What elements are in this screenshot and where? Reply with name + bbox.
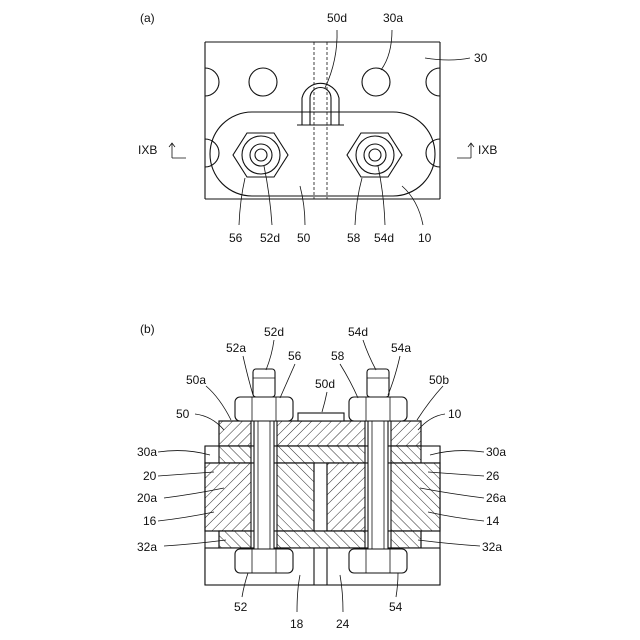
label-50b: 50b <box>429 373 449 387</box>
bolt-54d-tip <box>367 369 389 397</box>
staple-50d <box>297 83 344 125</box>
label-58: 58 <box>347 231 361 245</box>
label-14: 14 <box>486 514 500 528</box>
label-54d-b: 54d <box>348 325 368 339</box>
staple-50d-inner <box>310 88 331 125</box>
label-52d: 52d <box>260 231 280 245</box>
bolt-52-shank <box>254 400 274 550</box>
hole-30a-half-right-mid <box>426 139 440 167</box>
bolt-52d-outer <box>250 144 272 166</box>
label-56: 56 <box>229 231 243 245</box>
leader-58 <box>355 178 362 225</box>
rail-30a-hatch-right <box>391 446 421 463</box>
leader-32a-right <box>418 540 480 546</box>
leader-30 <box>425 58 470 60</box>
block-20 <box>277 463 314 531</box>
label-52d-b: 52d <box>264 325 284 339</box>
section-arrow-right <box>457 143 474 158</box>
leader-50a <box>206 386 231 420</box>
label-52a: 52a <box>226 341 246 355</box>
label-30a-right: 30a <box>486 445 506 459</box>
label-56-b: 56 <box>288 349 302 363</box>
label-54-b: 54 <box>389 600 403 614</box>
leader-10-b <box>418 414 445 430</box>
figure-a: (a) IXB IXB <box>138 11 497 245</box>
rail-32a-hatch-left <box>219 531 251 548</box>
rail-30a-hatch-left <box>219 446 251 463</box>
leader-30a-left <box>158 451 210 455</box>
leader-52a <box>243 356 253 395</box>
label-30a: 30a <box>383 11 403 25</box>
label-18: 18 <box>290 617 304 631</box>
block-20a <box>205 463 251 531</box>
bolt-52d-tip <box>253 369 275 397</box>
leader-54d-b <box>363 340 376 370</box>
bolt-54d-inner <box>369 149 381 161</box>
rail-30a-hatch-mid <box>277 446 365 463</box>
label-10-b: 10 <box>448 407 462 421</box>
label-30a-left: 30a <box>137 445 157 459</box>
nut-54-bottom <box>349 549 407 573</box>
label-52-b: 52 <box>234 600 248 614</box>
washer-54d <box>356 136 394 174</box>
label-20a: 20a <box>137 491 157 505</box>
bolt-54d-outer <box>364 144 386 166</box>
label-30: 30 <box>474 51 488 65</box>
label-32a-left: 32a <box>137 540 157 554</box>
section-marker-right: IXB <box>478 143 497 157</box>
label-26a: 26a <box>486 491 506 505</box>
label-16: 16 <box>143 514 157 528</box>
leader-56 <box>239 178 245 225</box>
leader-50d-b <box>322 392 327 412</box>
section-arrow-left <box>169 143 186 158</box>
section-marker-left: IXB <box>138 143 157 157</box>
leader-50 <box>300 186 305 225</box>
label-32a-right: 32a <box>482 540 502 554</box>
plate-50-hatch-mid <box>277 421 365 446</box>
label-50a: 50a <box>186 373 206 387</box>
hole-30a-half-left <box>205 68 219 96</box>
rail-32a-hatch-mid <box>277 531 365 548</box>
label-50-b: 50 <box>176 407 190 421</box>
leader-56-b <box>280 364 295 398</box>
hole-30a <box>249 68 277 96</box>
leader-58-b <box>340 364 358 398</box>
label-58-b: 58 <box>331 349 345 363</box>
hole-30a-half-left-mid <box>205 139 219 167</box>
label-54d: 54d <box>374 231 394 245</box>
label-24: 24 <box>336 617 350 631</box>
block-26 <box>327 463 365 531</box>
label-10: 10 <box>418 231 432 245</box>
label-54a: 54a <box>391 341 411 355</box>
figure-b: (b) <box>137 322 506 631</box>
leader-54a <box>388 356 400 395</box>
washer-52d <box>242 136 280 174</box>
bolt-52d-inner <box>255 149 267 161</box>
bolt-54-shank <box>368 400 388 550</box>
nut-52-bottom <box>235 549 293 573</box>
nut-58-b <box>349 397 407 421</box>
staple-50d-b <box>298 413 344 421</box>
block-26a <box>391 463 440 531</box>
panel-label-b: (b) <box>140 322 155 336</box>
panel-label-a: (a) <box>140 11 155 25</box>
leader-30a <box>381 30 392 70</box>
leader-32a-left <box>164 540 226 546</box>
label-50d-b: 50d <box>315 377 335 391</box>
label-20: 20 <box>143 469 157 483</box>
leader-52d-b <box>266 340 274 370</box>
label-50d: 50d <box>327 11 347 25</box>
plate-50-hatch-left <box>219 421 251 446</box>
rail-32a-hatch-right <box>391 531 421 548</box>
hole-30a <box>362 68 390 96</box>
plate-50-hatch-right <box>391 421 421 446</box>
nut-56-b <box>235 397 293 421</box>
label-26: 26 <box>486 469 500 483</box>
label-50: 50 <box>297 231 311 245</box>
hole-30a-half-right <box>426 68 440 96</box>
